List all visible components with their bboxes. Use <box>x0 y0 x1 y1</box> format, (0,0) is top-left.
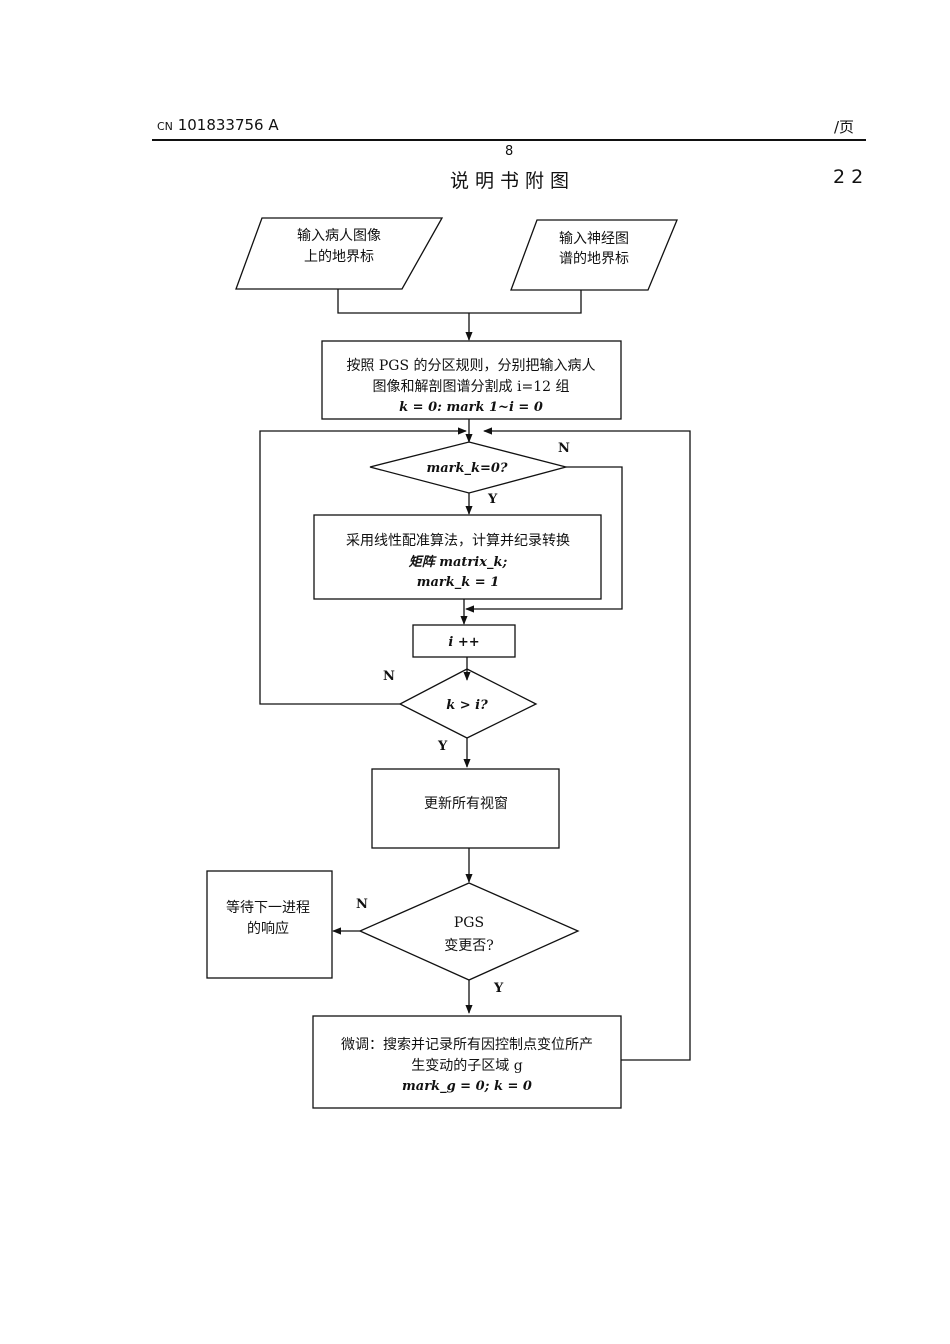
k-no-loop <box>259 427 467 705</box>
pgs-yes-label: Y <box>493 981 504 996</box>
input-atlas-shape <box>510 219 678 291</box>
publication-prefix: CN <box>157 120 173 133</box>
partition-line3: k = 0: mark 1~i = 0 <box>399 400 543 415</box>
wait-line1: 等待下一进程 <box>226 899 310 916</box>
finetune-box <box>312 1015 622 1109</box>
k-no-label: N <box>383 669 395 684</box>
finetune-line2: 生变动的子区域 g <box>411 1058 522 1074</box>
decision-pgs-line1: PGS <box>454 915 484 931</box>
page-of-label: /页 <box>834 118 855 136</box>
publication-code: 101833756 A <box>177 116 279 134</box>
sheet-number: 22 <box>833 166 870 188</box>
finetune-line3: mark_g = 0; k = 0 <box>402 1079 532 1094</box>
decision-pgs-shape <box>358 882 580 981</box>
wait-line2: 的响应 <box>247 920 289 937</box>
mark-no-branch <box>465 466 623 613</box>
decision-k-label: k > i? <box>446 698 488 713</box>
header-rule <box>152 139 866 141</box>
mark-no-label: N <box>558 441 570 456</box>
merge-connector <box>337 289 582 314</box>
k-yes-label: Y <box>437 739 448 754</box>
wait-box <box>206 870 333 979</box>
register-line2: 矩阵 matrix_k; <box>408 554 508 570</box>
decision-mark-label: mark_k=0? <box>426 461 507 476</box>
register-line1: 采用线性配准算法，计算并纪录转换 <box>346 532 570 549</box>
input-patient-shape <box>235 217 444 290</box>
input-patient-line1: 输入病人图像 <box>297 228 381 244</box>
input-patient-line2: 上的地界标 <box>304 249 374 265</box>
mark-yes-label: Y <box>487 492 498 507</box>
finetune-loop <box>483 427 691 1061</box>
page-title: 说明书附图 <box>450 170 576 192</box>
update-box <box>371 768 560 849</box>
partition-line1: 按照 PGS 的分区规则，分别把输入病人 <box>346 358 595 374</box>
decision-pgs-line2: 变更否? <box>444 938 494 954</box>
register-line3: mark_k = 1 <box>417 575 500 590</box>
partition-line2: 图像和解剖图谱分割成 i=12 组 <box>373 378 570 395</box>
update-label: 更新所有视窗 <box>424 795 508 812</box>
increment-box <box>412 624 516 658</box>
page-number: 8 <box>505 144 514 159</box>
input-atlas-line2: 谱的地界标 <box>559 251 629 267</box>
finetune-line1: 微调：搜索并记录所有因控制点变位所产 <box>341 1036 593 1053</box>
publication-number: CN 101833756 A <box>157 116 279 134</box>
pgs-no-label: N <box>356 897 368 912</box>
increment-label: i ++ <box>448 635 479 650</box>
register-box <box>313 514 602 600</box>
partition-box <box>321 340 622 420</box>
input-atlas-line1: 输入神经图 <box>559 231 629 247</box>
